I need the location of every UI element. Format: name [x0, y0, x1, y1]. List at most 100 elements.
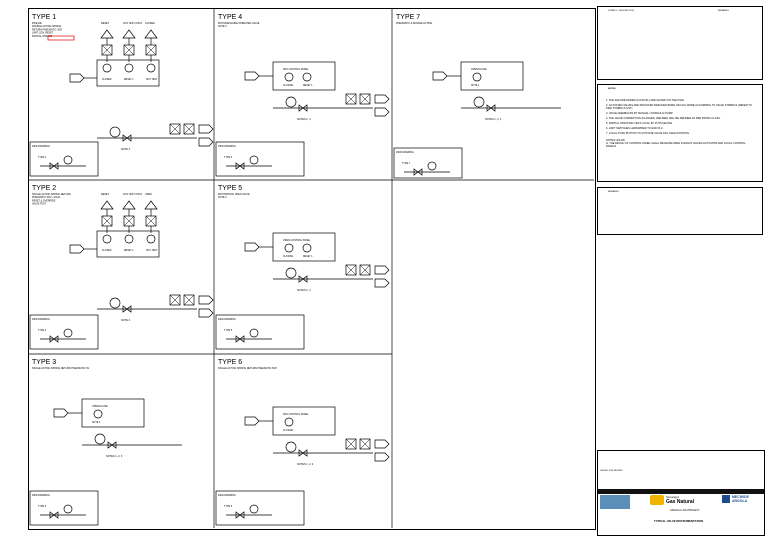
doc-title: ANGOLA LNG PROJECT: [670, 509, 700, 512]
panel-label: SOV TEST: [146, 79, 158, 81]
panel-label: CLOSED: [102, 79, 112, 81]
panel-indicator: [124, 234, 134, 244]
instrument-circle: [285, 96, 297, 108]
top-label: OPEN: [145, 193, 152, 196]
legend-col2: REMARKS: [718, 10, 729, 12]
notes-ref: NOTES 1, 2, 3: [106, 455, 123, 458]
section-subtitle: SINGLE ACTING SPRING RETURN PNEUMATIC SV: [32, 367, 90, 370]
sov-cross: [345, 438, 357, 450]
company3: MECWIDE ANGOLA: [732, 495, 749, 503]
client-logo: [600, 495, 630, 509]
mecwide-logo: [722, 495, 730, 503]
note-hold-item: H. THE DETAIL OF CONTROL PANEL SHALL BE …: [606, 142, 746, 148]
panel-title: SDV CONTROL PANEL: [283, 413, 309, 416]
section-subtitle: LIMIT, SOV, RESET: [32, 32, 54, 35]
pid-type: TYPE 6: [224, 505, 233, 508]
note-item: 1. THE FAILURE MODES (FO/FC/FL) ARE SHOW…: [606, 99, 685, 102]
notes-ref: NOTES 1, 2, 3: [485, 118, 502, 121]
top-label: CLOSED: [145, 22, 155, 25]
pid-type: TYPE 5: [224, 329, 233, 332]
instrument-circle: [427, 161, 437, 171]
control-panel: [96, 59, 160, 87]
section-subtitle: PNEUMATIC & DOUBLE ACTING: [396, 22, 432, 25]
sov-cross: [183, 123, 195, 135]
signal-arrow: [198, 137, 214, 147]
panel-indicator: [93, 409, 103, 419]
signal-arrow: [198, 124, 214, 134]
valve-triangle: [144, 200, 158, 210]
instrument-circle: [285, 441, 297, 453]
section-subtitle: VALVE TEST: [32, 203, 47, 206]
section-subtitle: RETURN PNEUMATIC SDV: [32, 28, 63, 31]
section-subtitle: MOTOR/ENCODE OPERATED VALVE: [218, 22, 260, 25]
panel-indicator: [102, 234, 112, 244]
panel-title: OPEN/CLOSE: [471, 68, 487, 71]
panel-indicator: [472, 72, 482, 82]
pid-reference-box: [215, 141, 305, 177]
note-item: 7. LOCAL PUSH BUTTON TO ACTIVATE VALVE F…: [606, 132, 690, 135]
notes-list: 1. THE FAILURE MODES (FO/FC/FL) ARE SHOW…: [606, 99, 756, 148]
panel-title: SDV CONTROL PANEL: [283, 68, 309, 71]
panel-indicator: [124, 63, 134, 73]
sov-cross: [345, 93, 357, 105]
signal-arrow: [53, 408, 69, 418]
drawing-frame: [28, 8, 596, 530]
signal-arrow: [374, 94, 390, 104]
panel-indicator: [302, 72, 312, 82]
sov-cross: [359, 93, 371, 105]
section-subtitle: SINGLE ACTING SPRING RETURN PNEUMATIC SD…: [218, 367, 277, 370]
panel-indicator: [284, 417, 294, 427]
pid-title: P&ID DRAWING: [218, 145, 236, 148]
section-subtitle: PNEUMATIC SDV, LOCAL: [32, 196, 61, 199]
pid-title: P&ID DRAWING: [32, 145, 50, 148]
instrument-circle: [249, 328, 259, 338]
sov-cross: [169, 294, 181, 306]
signal-arrow: [198, 295, 214, 305]
section-title: TYPE 7: [396, 14, 420, 21]
top-label: RESET: [101, 22, 110, 25]
panel-label: NOTE 1: [471, 85, 480, 87]
panel-label: CLOSED: [102, 250, 112, 252]
top-label: SOV TEST 2OO3: [123, 193, 142, 196]
legend-col1: SYMBOL / DESCRIPTION: [608, 10, 634, 12]
signal-arrow: [374, 439, 390, 449]
notes-ref: NOTES 1, 2, 4: [297, 463, 314, 466]
note-item: 2. ACTUATED VALVES ARE INDICATED REDUCED…: [606, 104, 752, 110]
pid-reference-box: [215, 314, 305, 350]
section-subtitle: MOTOR/HOLD OPEN VALVE: [218, 193, 250, 196]
sov-cross: [359, 438, 371, 450]
notes-ref: NOTES 2, 4: [297, 289, 311, 292]
note-item: 3. VALVE FEEDBACKS BY MANUAL HYDRAULIC P…: [606, 112, 674, 115]
instrument-circle: [109, 297, 121, 309]
section-title: TYPE 6: [218, 359, 242, 366]
signal-arrow: [374, 107, 390, 117]
valve-triangle: [122, 200, 136, 210]
instrument-circle: [94, 433, 106, 445]
valve-triangle: [100, 200, 114, 210]
pid-title: P&ID DRAWING: [396, 151, 414, 154]
panel-label: RESET 1: [124, 250, 134, 252]
instrument-circle: [63, 155, 73, 165]
notes-box: NOTES 1. THE FAILURE MODES (FO/FC/FL) AR…: [597, 84, 763, 182]
section-subtitle: RESET & OVERRIDE: [32, 199, 56, 202]
pid-type: TYPE 1: [38, 156, 47, 159]
section-title: TYPE 3: [32, 359, 56, 366]
panel-label: CLOSING: [283, 430, 294, 432]
sov-cross: [123, 215, 135, 227]
panel-label: RESET 1: [303, 85, 313, 87]
notes-ref: NOTES 2, 4: [297, 118, 311, 121]
instrument-circle: [249, 504, 259, 514]
title-bar: [598, 489, 764, 494]
note-item: 4. THE VALVE CONNECTION (FLANGED, WELDED…: [606, 117, 721, 120]
pid-type: TYPE 2: [38, 329, 47, 332]
signal-arrow: [432, 71, 448, 81]
section-subtitle: DOUBLE ACTING SPRING: [32, 25, 61, 28]
panel-indicator: [302, 243, 312, 253]
signal-arrow: [244, 242, 260, 252]
sov-cross: [123, 44, 135, 56]
pid-type: TYPE 7: [402, 162, 411, 165]
pid-title: P&ID DRAWING: [218, 318, 236, 321]
signal-arrow: [198, 308, 214, 318]
sov-cross: [183, 294, 195, 306]
